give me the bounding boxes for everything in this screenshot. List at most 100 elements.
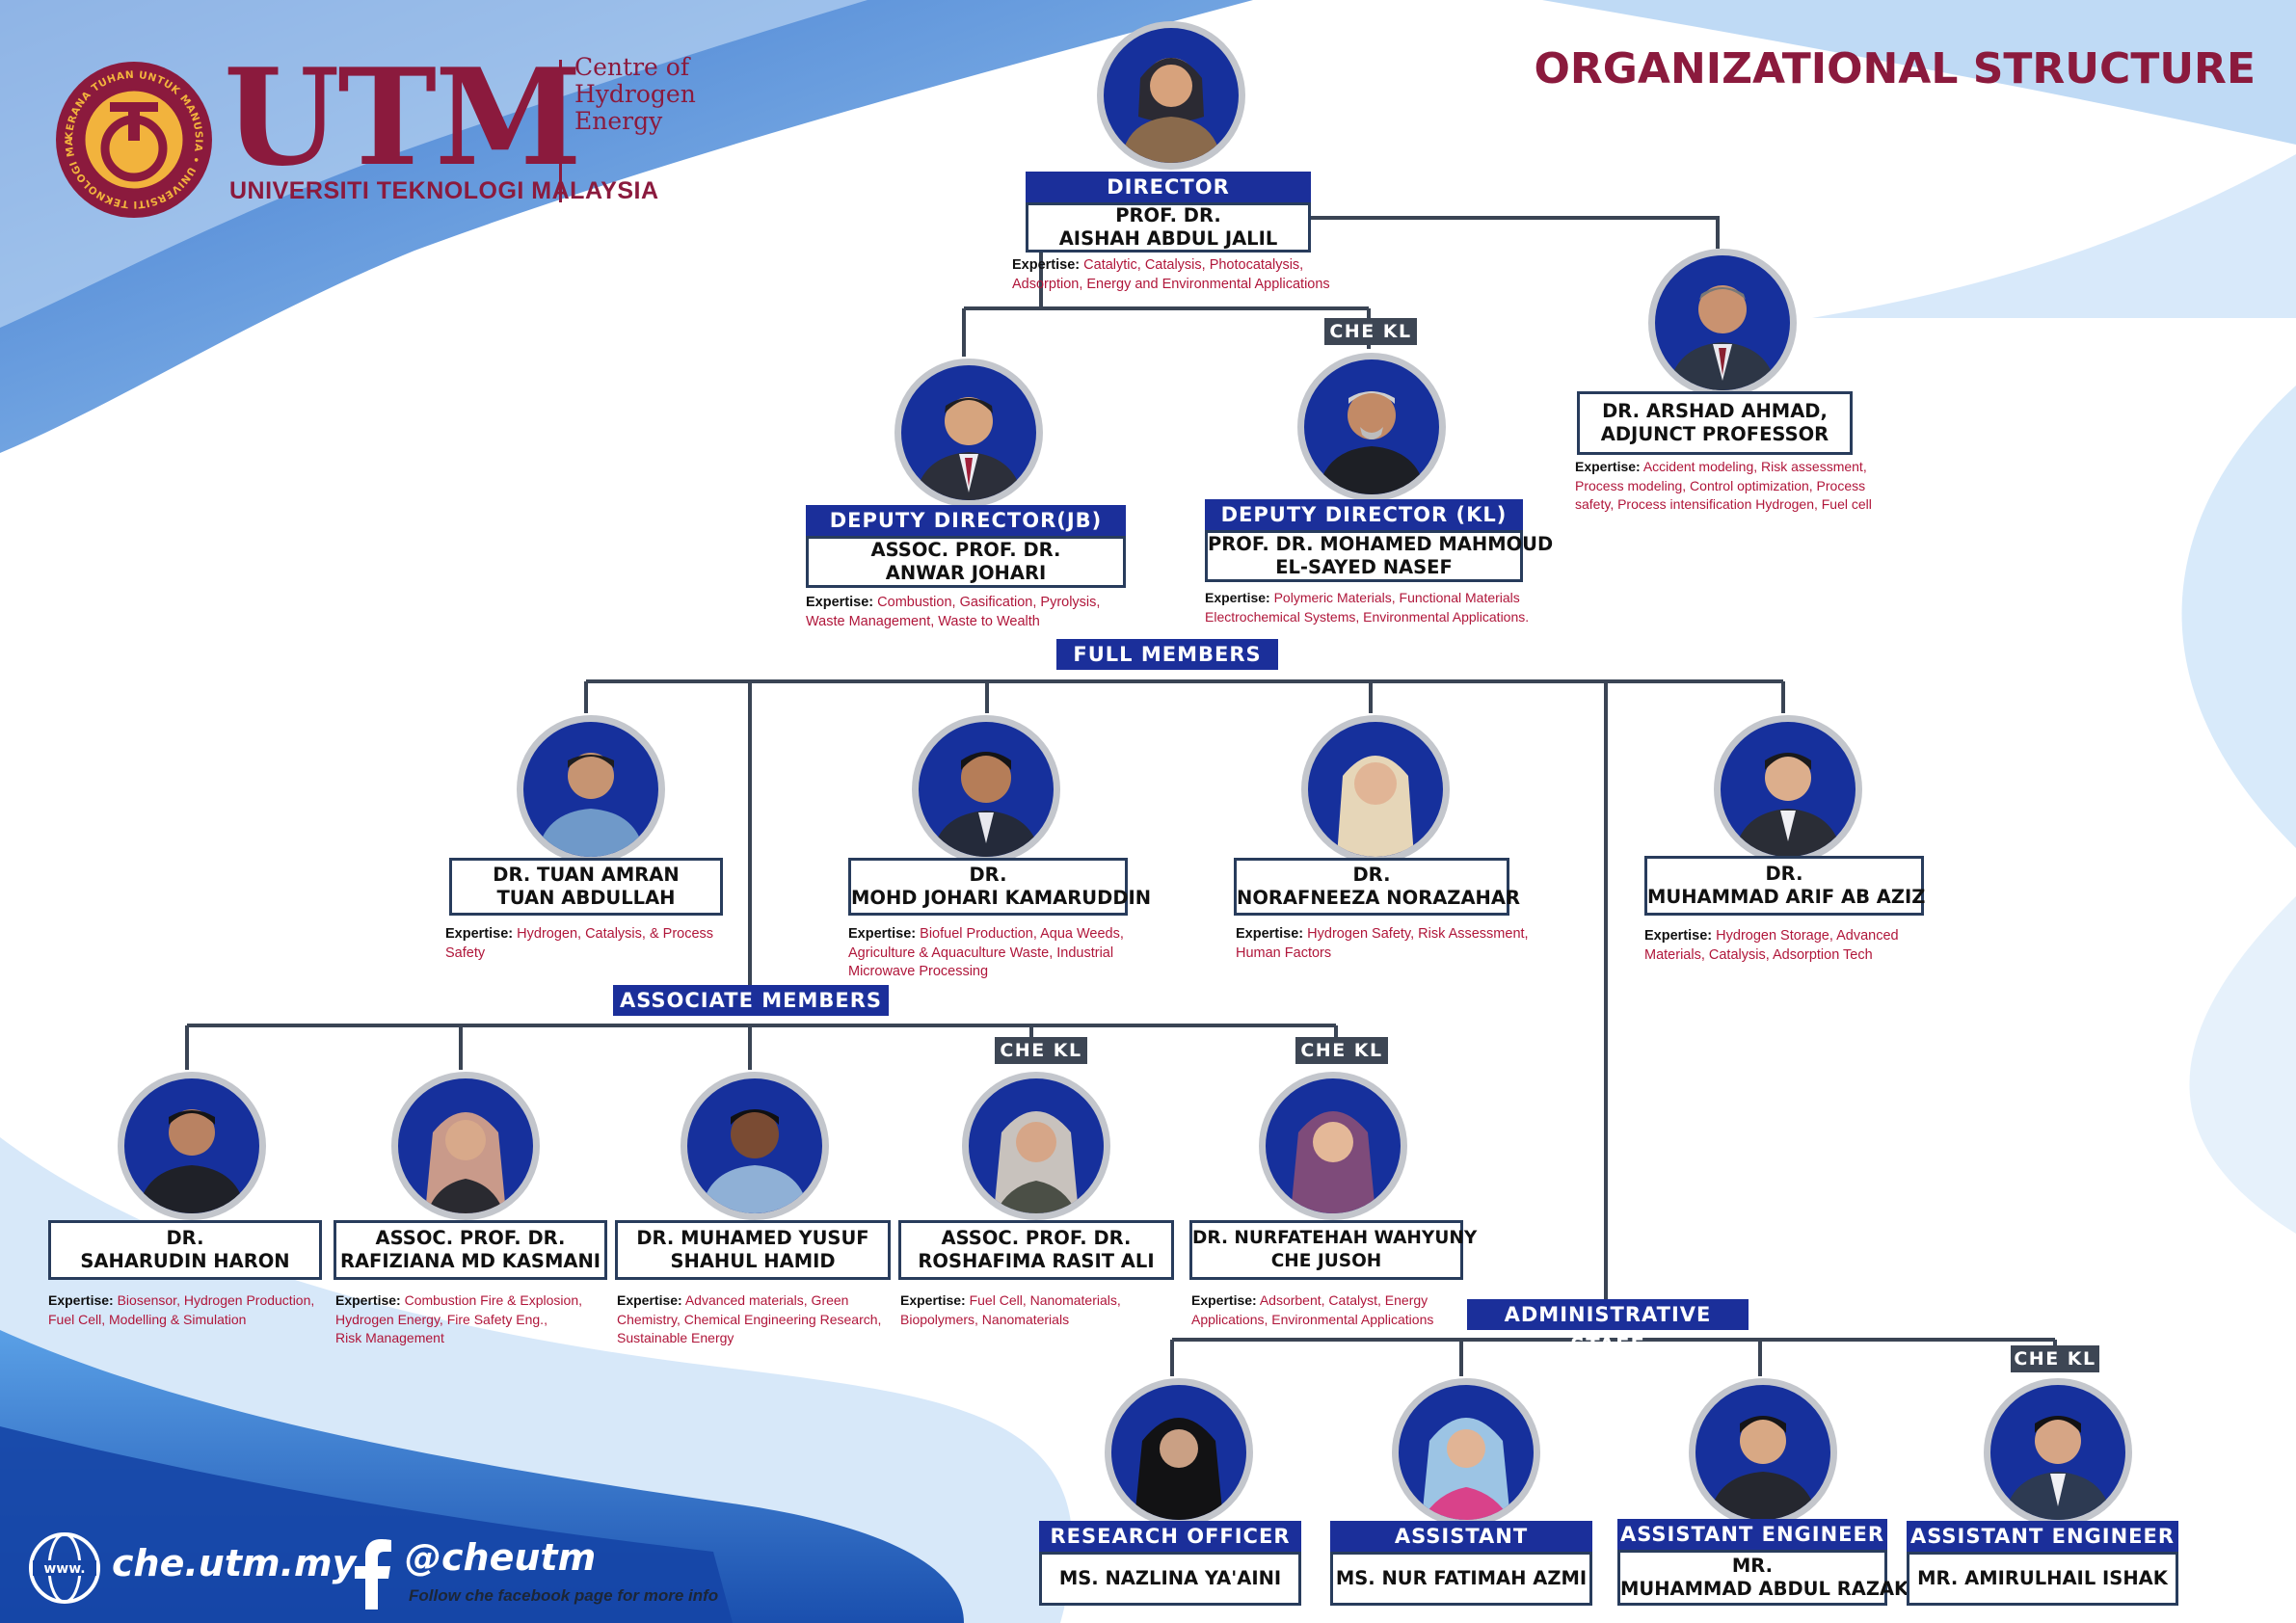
associate-2-expertise: Expertise: Combustion Fire & Explosion, … [335, 1292, 583, 1345]
associate-1-photo [118, 1072, 266, 1220]
director-name-box: PROF. DR. AISHAH ABDUL JALIL [1026, 202, 1311, 253]
expertise-label: Expertise: [848, 926, 917, 942]
full-members-band: FULL MEMBERS [1056, 639, 1278, 670]
expertise-label: Expertise: [1191, 1292, 1257, 1308]
associate-1-name-line-2: SAHARUDIN HARON [80, 1250, 290, 1272]
deputy-jb-expertise: Expertise: Combustion, Gasification, Pyr… [806, 595, 1101, 629]
associate-4-name-line-1: ASSOC. PROF. DR. [941, 1227, 1132, 1249]
associate-5-name-box: DR. NURFATEHAH WAHYUNY CHE JUSOH [1189, 1220, 1478, 1280]
admin-1-photo [1105, 1378, 1253, 1527]
deputy-jb-photo [894, 359, 1043, 507]
expertise-label: Expertise: [1236, 926, 1304, 942]
associate-5-photo [1259, 1072, 1407, 1220]
deputy-kl-expertise: Expertise: Polymeric Materials, Function… [1205, 590, 1530, 625]
associate-3-expertise: Expertise: Advanced materials, Green Che… [617, 1292, 882, 1345]
full-member-1-photo [517, 715, 665, 864]
deputy-kl-role: DEPUTY DIRECTOR (KL) [1205, 499, 1523, 530]
full-member-1-expertise: Expertise: Hydrogen, Catalysis, & Proces… [445, 926, 714, 961]
utm-seal-logo: KERANA TUHAN UNTUK MANUSIA • UNIVERSITI … [54, 60, 212, 218]
director-photo [1097, 21, 1245, 170]
centre-name: Centre of Hydrogen Energy [574, 54, 787, 135]
full-member-2-expertise: Expertise: Biofuel Production, Aqua Weed… [848, 926, 1124, 979]
full-member-3-photo [1301, 715, 1450, 864]
deputy-kl-photo [1297, 353, 1446, 501]
deputy-jb-role: DEPUTY DIRECTOR(JB) [806, 505, 1126, 536]
centre-line-2: Hydrogen Energy [574, 80, 696, 135]
associate-2-photo [391, 1072, 540, 1220]
director-name-line-2: AISHAH ABDUL JALIL [1058, 227, 1278, 250]
svg-text:www.: www. [43, 1561, 85, 1577]
adjunct-name-line-1: DR. ARSHAD AHMAD, [1602, 400, 1828, 422]
associate-3-name-line-1: DR. MUHAMED YUSUF [636, 1227, 869, 1249]
facebook-handle[interactable]: @cheutm [405, 1536, 597, 1579]
admin-3-name-line-2: MUHAMMAD ABDUL RAZAK [1620, 1578, 1909, 1600]
full-member-4-photo [1714, 715, 1862, 864]
full-member-3-expertise: Expertise: Hydrogen Safety, Risk Assessm… [1236, 926, 1529, 961]
associate-3-photo [681, 1072, 829, 1220]
admin-1-role: RESEARCH OFFICER [1039, 1521, 1301, 1552]
full-member-1-name-line-2: TUAN ABDULLAH [496, 887, 676, 909]
admin-2-name-line-1: MS. NUR FATIMAH AZMI [1335, 1567, 1588, 1589]
admin-1-name-box: MS. NAZLINA YA'AINI [1039, 1552, 1301, 1606]
associate-1-name-box: DR. SAHARUDIN HARON [48, 1220, 322, 1280]
associate-4-name-line-2: ROSHAFIMA RASIT ALI [918, 1250, 1155, 1272]
associate-5-name-line-2: CHE JUSOH [1270, 1251, 1382, 1271]
full-member-2-name-line-1: DR. [969, 864, 1007, 886]
deputy-jb-name-box: ASSOC. PROF. DR. ANWAR JOHARI [806, 536, 1126, 588]
deputy-kl-name-line-1: PROF. DR. MOHAMED MAHMOUD [1208, 533, 1554, 555]
full-member-4-name-line-1: DR. [1765, 863, 1803, 885]
associate-3-name-line-2: SHAHUL HAMID [670, 1250, 836, 1272]
admin-1-name-line-1: MS. NAZLINA YA'AINI [1058, 1567, 1282, 1589]
associate-4-name-box: ASSOC. PROF. DR. ROSHAFIMA RASIT ALI [898, 1220, 1174, 1280]
admin-2-photo [1392, 1378, 1540, 1527]
associate-4-expertise: Expertise: Fuel Cell, Nanomaterials, Bio… [900, 1292, 1121, 1327]
adjunct-expertise: Expertise: Accident modeling, Risk asses… [1575, 459, 1872, 512]
associate-1-name-line-1: DR. [166, 1227, 204, 1249]
full-member-4-name-line-2: MUHAMMAD ARIF AB AZIZ [1647, 886, 1926, 908]
expertise-label: Expertise: [617, 1292, 682, 1308]
admin-4-role: ASSISTANT ENGINEER [1907, 1521, 2178, 1552]
full-member-2-name-line-2: MOHD JOHARI KAMARUDDIN [851, 887, 1152, 909]
logo-divider [559, 60, 562, 202]
associate-2-name-box: ASSOC. PROF. DR. RAFIZIANA MD KASMANI [334, 1220, 607, 1280]
full-member-2-photo [912, 715, 1060, 864]
full-member-4-name-box: DR. MUHAMMAD ARIF AB AZIZ [1644, 856, 1926, 916]
associate-5-name-line-1: DR. NURFATEHAH WAHYUNY [1192, 1228, 1478, 1248]
deputy-jb-name-line-2: ANWAR JOHARI [885, 562, 1047, 584]
associate-2-name-line-2: RAFIZIANA MD KASMANI [339, 1250, 601, 1272]
admin-3-name-box: MR. MUHAMMAD ABDUL RAZAK [1617, 1550, 1909, 1606]
expertise-label: Expertise: [1644, 928, 1713, 944]
facebook-icon [355, 1539, 391, 1610]
adjunct-name-box: DR. ARSHAD AHMAD, ADJUNCT PROFESSOR [1577, 391, 1853, 455]
expertise-label: Expertise: [900, 1292, 966, 1308]
connector-adjunct [1311, 216, 1720, 249]
expertise-label: Expertise: [1575, 459, 1641, 474]
associate-3-name-box: DR. MUHAMED YUSUF SHAHUL HAMID [615, 1220, 891, 1280]
full-member-2-name-box: DR. MOHD JOHARI KAMARUDDIN [848, 858, 1152, 916]
che-kl-tag: CHE KL [1324, 318, 1417, 345]
utm-wordmark: UTM [224, 39, 582, 196]
page-title: ORGANIZATIONAL STRUCTURE [1534, 44, 2256, 93]
full-member-4-expertise: Expertise: Hydrogen Storage, Advanced Ma… [1644, 928, 1899, 963]
full-member-3-name-box: DR. NORAFNEEZA NORAZAHAR [1234, 858, 1520, 916]
expertise-label: Expertise: [335, 1292, 401, 1308]
deputy-kl-name-box: PROF. DR. MOHAMED MAHMOUD EL-SAYED NASEF [1205, 530, 1554, 582]
adjunct-photo [1648, 249, 1797, 397]
admin-3-role: ASSISTANT ENGINEER [1617, 1519, 1887, 1550]
deputy-jb-name-line-1: ASSOC. PROF. DR. [870, 539, 1061, 561]
che-kl-tag: CHE KL [1295, 1037, 1388, 1064]
centre-line-1: Centre of [574, 53, 690, 81]
associate-members-band: ASSOCIATE MEMBERS [613, 985, 889, 1016]
admin-3-name-line-1: MR. [1731, 1555, 1774, 1577]
che-kl-tag: CHE KL [995, 1037, 1087, 1064]
director-role: DIRECTOR [1026, 172, 1311, 202]
associate-5-expertise: Expertise: Adsorbent, Catalyst, Energy A… [1191, 1292, 1434, 1327]
website-link[interactable]: che.utm.my [112, 1542, 357, 1584]
director-expertise: Expertise: Catalytic, Catalysis, Photoca… [1012, 257, 1330, 292]
associate-1-expertise: Expertise: Biosensor, Hydrogen Productio… [48, 1292, 315, 1327]
associate-2-name-line-1: ASSOC. PROF. DR. [375, 1227, 566, 1249]
admin-2-role: ASSISTANT ENGINEER [1330, 1521, 1592, 1579]
admin-3-photo [1689, 1378, 1837, 1527]
full-member-1-name-box: DR. TUAN AMRAN TUAN ABDULLAH [449, 858, 723, 916]
